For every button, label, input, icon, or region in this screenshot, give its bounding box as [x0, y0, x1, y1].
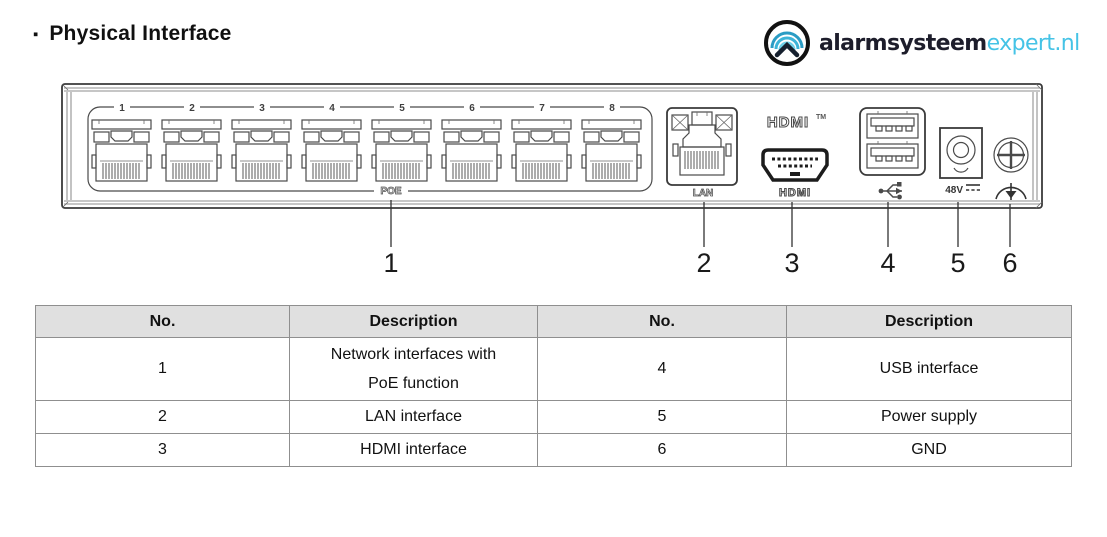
- rj45-port-5: [371, 119, 432, 182]
- header-description-right: Description: [786, 305, 1072, 338]
- rj45-port-3: [231, 119, 292, 182]
- rj45-port-6: [441, 119, 502, 182]
- hdmi-port: HDMI TM HDMI: [761, 114, 829, 200]
- lan-label: LAN: [693, 188, 714, 199]
- callout-number-3: 3: [784, 248, 799, 278]
- rj45-port-2: [161, 119, 222, 182]
- callout-number-2: 2: [696, 248, 711, 278]
- callout-2: 2: [696, 202, 712, 278]
- ground-icon: [995, 183, 1027, 200]
- brand-name-bold: alarmsysteem: [819, 30, 987, 56]
- gnd-terminal: [993, 137, 1029, 200]
- hdmi-tm-mark: TM: [816, 114, 826, 121]
- header-no-left: No.: [35, 305, 290, 338]
- signal-house-icon: [764, 20, 810, 66]
- callout-6: 6: [1002, 204, 1018, 278]
- callout-4: 4: [880, 202, 896, 278]
- callout-number-5: 5: [950, 248, 965, 278]
- device-chassis: [61, 83, 1043, 209]
- poe-port-number-4: 4: [329, 103, 335, 114]
- callout-number-4: 4: [880, 248, 895, 278]
- device-rear-panel-figure: 1 2 3 4 5 6 7 8 POE LAN HDMI: [61, 83, 1043, 278]
- cell-description: Network interfaces with PoE function: [289, 337, 538, 401]
- cell-description: USB interface: [786, 337, 1072, 401]
- cell-description: LAN interface: [289, 400, 538, 434]
- rj45-port-8: [581, 119, 642, 182]
- brand-name: alarmsysteemexpert.nl: [819, 31, 1080, 56]
- table-header-row: No. Description No. Description: [35, 305, 1072, 338]
- poe-port-group: 1 2 3 4 5 6 7 8 POE: [87, 101, 653, 197]
- header-description-left: Description: [289, 305, 538, 338]
- cell-description: Power supply: [786, 400, 1072, 434]
- header-no-right: No.: [537, 305, 787, 338]
- rj45-port-1: [91, 119, 152, 182]
- brand-name-light: expert.nl: [986, 30, 1081, 56]
- cell-description-text: Network interfaces with PoE function: [330, 346, 497, 392]
- poe-port-number-1: 1: [119, 103, 125, 114]
- lan-port: LAN: [666, 107, 738, 199]
- table-row: 3 HDMI interface 6 GND: [35, 433, 1072, 467]
- callout-number-1: 1: [383, 248, 398, 278]
- bullet-icon: ▪: [33, 25, 39, 43]
- rj45-port-7: [511, 119, 572, 182]
- cell-no: 2: [35, 400, 290, 434]
- rj45-port-4: [301, 119, 362, 182]
- cell-no: 3: [35, 433, 290, 467]
- page-title-text: Physical Interface: [49, 22, 232, 45]
- interface-description-table: No. Description No. Description 1 Networ…: [35, 305, 1072, 467]
- dc-symbol-icon: [966, 184, 980, 191]
- table-row: 2 LAN interface 5 Power supply: [35, 400, 1072, 434]
- cell-no: 6: [537, 433, 787, 467]
- cell-description: HDMI interface: [289, 433, 538, 467]
- poe-port-number-7: 7: [539, 103, 545, 114]
- callout-3: 3: [784, 202, 800, 278]
- cell-no: 5: [537, 400, 787, 434]
- callout-5: 5: [950, 202, 966, 278]
- usb-trident-icon: [878, 182, 902, 200]
- callout-number-6: 6: [1002, 248, 1017, 278]
- cell-description: GND: [786, 433, 1072, 467]
- cell-no: 4: [537, 337, 787, 401]
- poe-port-number-6: 6: [469, 103, 475, 114]
- table-row: 1 Network interfaces with PoE function 4…: [35, 337, 1072, 401]
- callout-1: 1: [383, 200, 399, 278]
- poe-group-label: POE: [380, 186, 401, 197]
- hdmi-logo-text: HDMI: [767, 114, 809, 131]
- poe-port-number-3: 3: [259, 103, 265, 114]
- cell-no: 1: [35, 337, 290, 401]
- poe-port-number-5: 5: [399, 103, 405, 114]
- power-jack: 48V: [939, 127, 983, 196]
- power-voltage-label: 48V: [945, 185, 963, 196]
- brand-logo: alarmsysteemexpert.nl: [762, 18, 1080, 68]
- screw-head-icon: [993, 137, 1029, 173]
- page-title: ▪ Physical Interface: [33, 22, 232, 46]
- hdmi-label: HDMI: [779, 187, 811, 199]
- poe-port-number-2: 2: [189, 103, 195, 114]
- poe-port-number-8: 8: [609, 103, 615, 114]
- usb-ports: [859, 107, 926, 200]
